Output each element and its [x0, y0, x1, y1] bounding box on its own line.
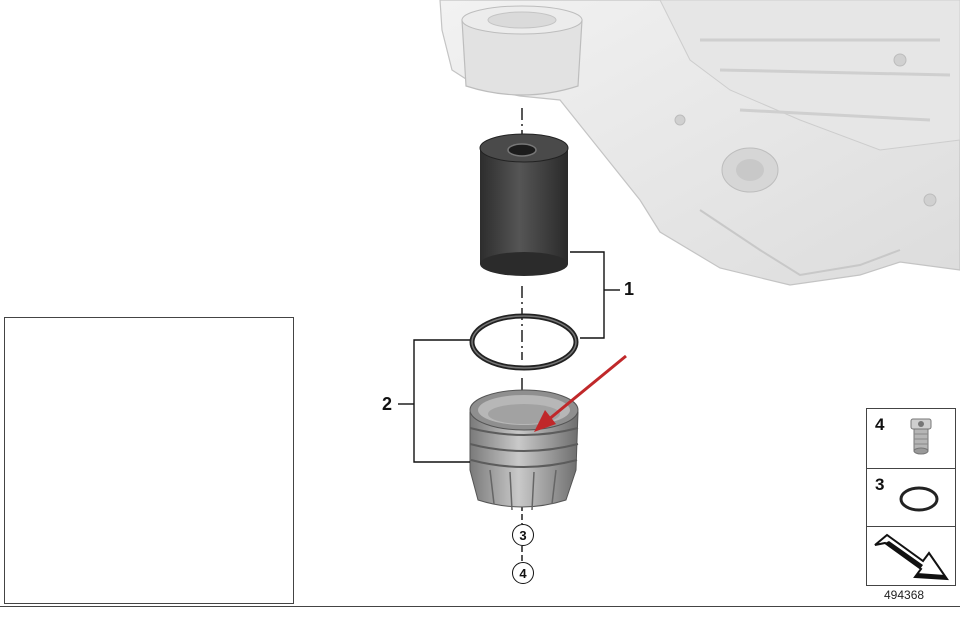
- callout-3-circle: 3: [512, 524, 534, 546]
- callout-4-circle: 4: [512, 562, 534, 584]
- bracket-callout-1: [570, 251, 620, 339]
- legend-item-4: 4: [867, 409, 955, 469]
- o-ring: [469, 313, 579, 371]
- legend-item-3: 3: [867, 469, 955, 527]
- arrow-icon: [874, 533, 949, 581]
- engine-inset-frame: [4, 317, 294, 604]
- legend-panel: 4 3: [866, 408, 956, 586]
- o-ring-icon: [899, 486, 939, 512]
- bottom-rule: [0, 606, 960, 608]
- bracket-callout-2: [398, 339, 470, 463]
- plug-icon: [910, 418, 932, 455]
- oil-filter-element: [479, 133, 569, 276]
- red-indicator-arrow: [534, 354, 627, 432]
- legend-number-3: 3: [875, 475, 885, 494]
- diagram-reference-number: 494368: [884, 588, 925, 602]
- callout-2: 2: [382, 394, 393, 414]
- callout-1: 1: [624, 279, 635, 299]
- legend-number-4: 4: [875, 415, 885, 434]
- legend-direction-cell: [867, 527, 955, 585]
- oil-pan-casting: [439, 0, 960, 286]
